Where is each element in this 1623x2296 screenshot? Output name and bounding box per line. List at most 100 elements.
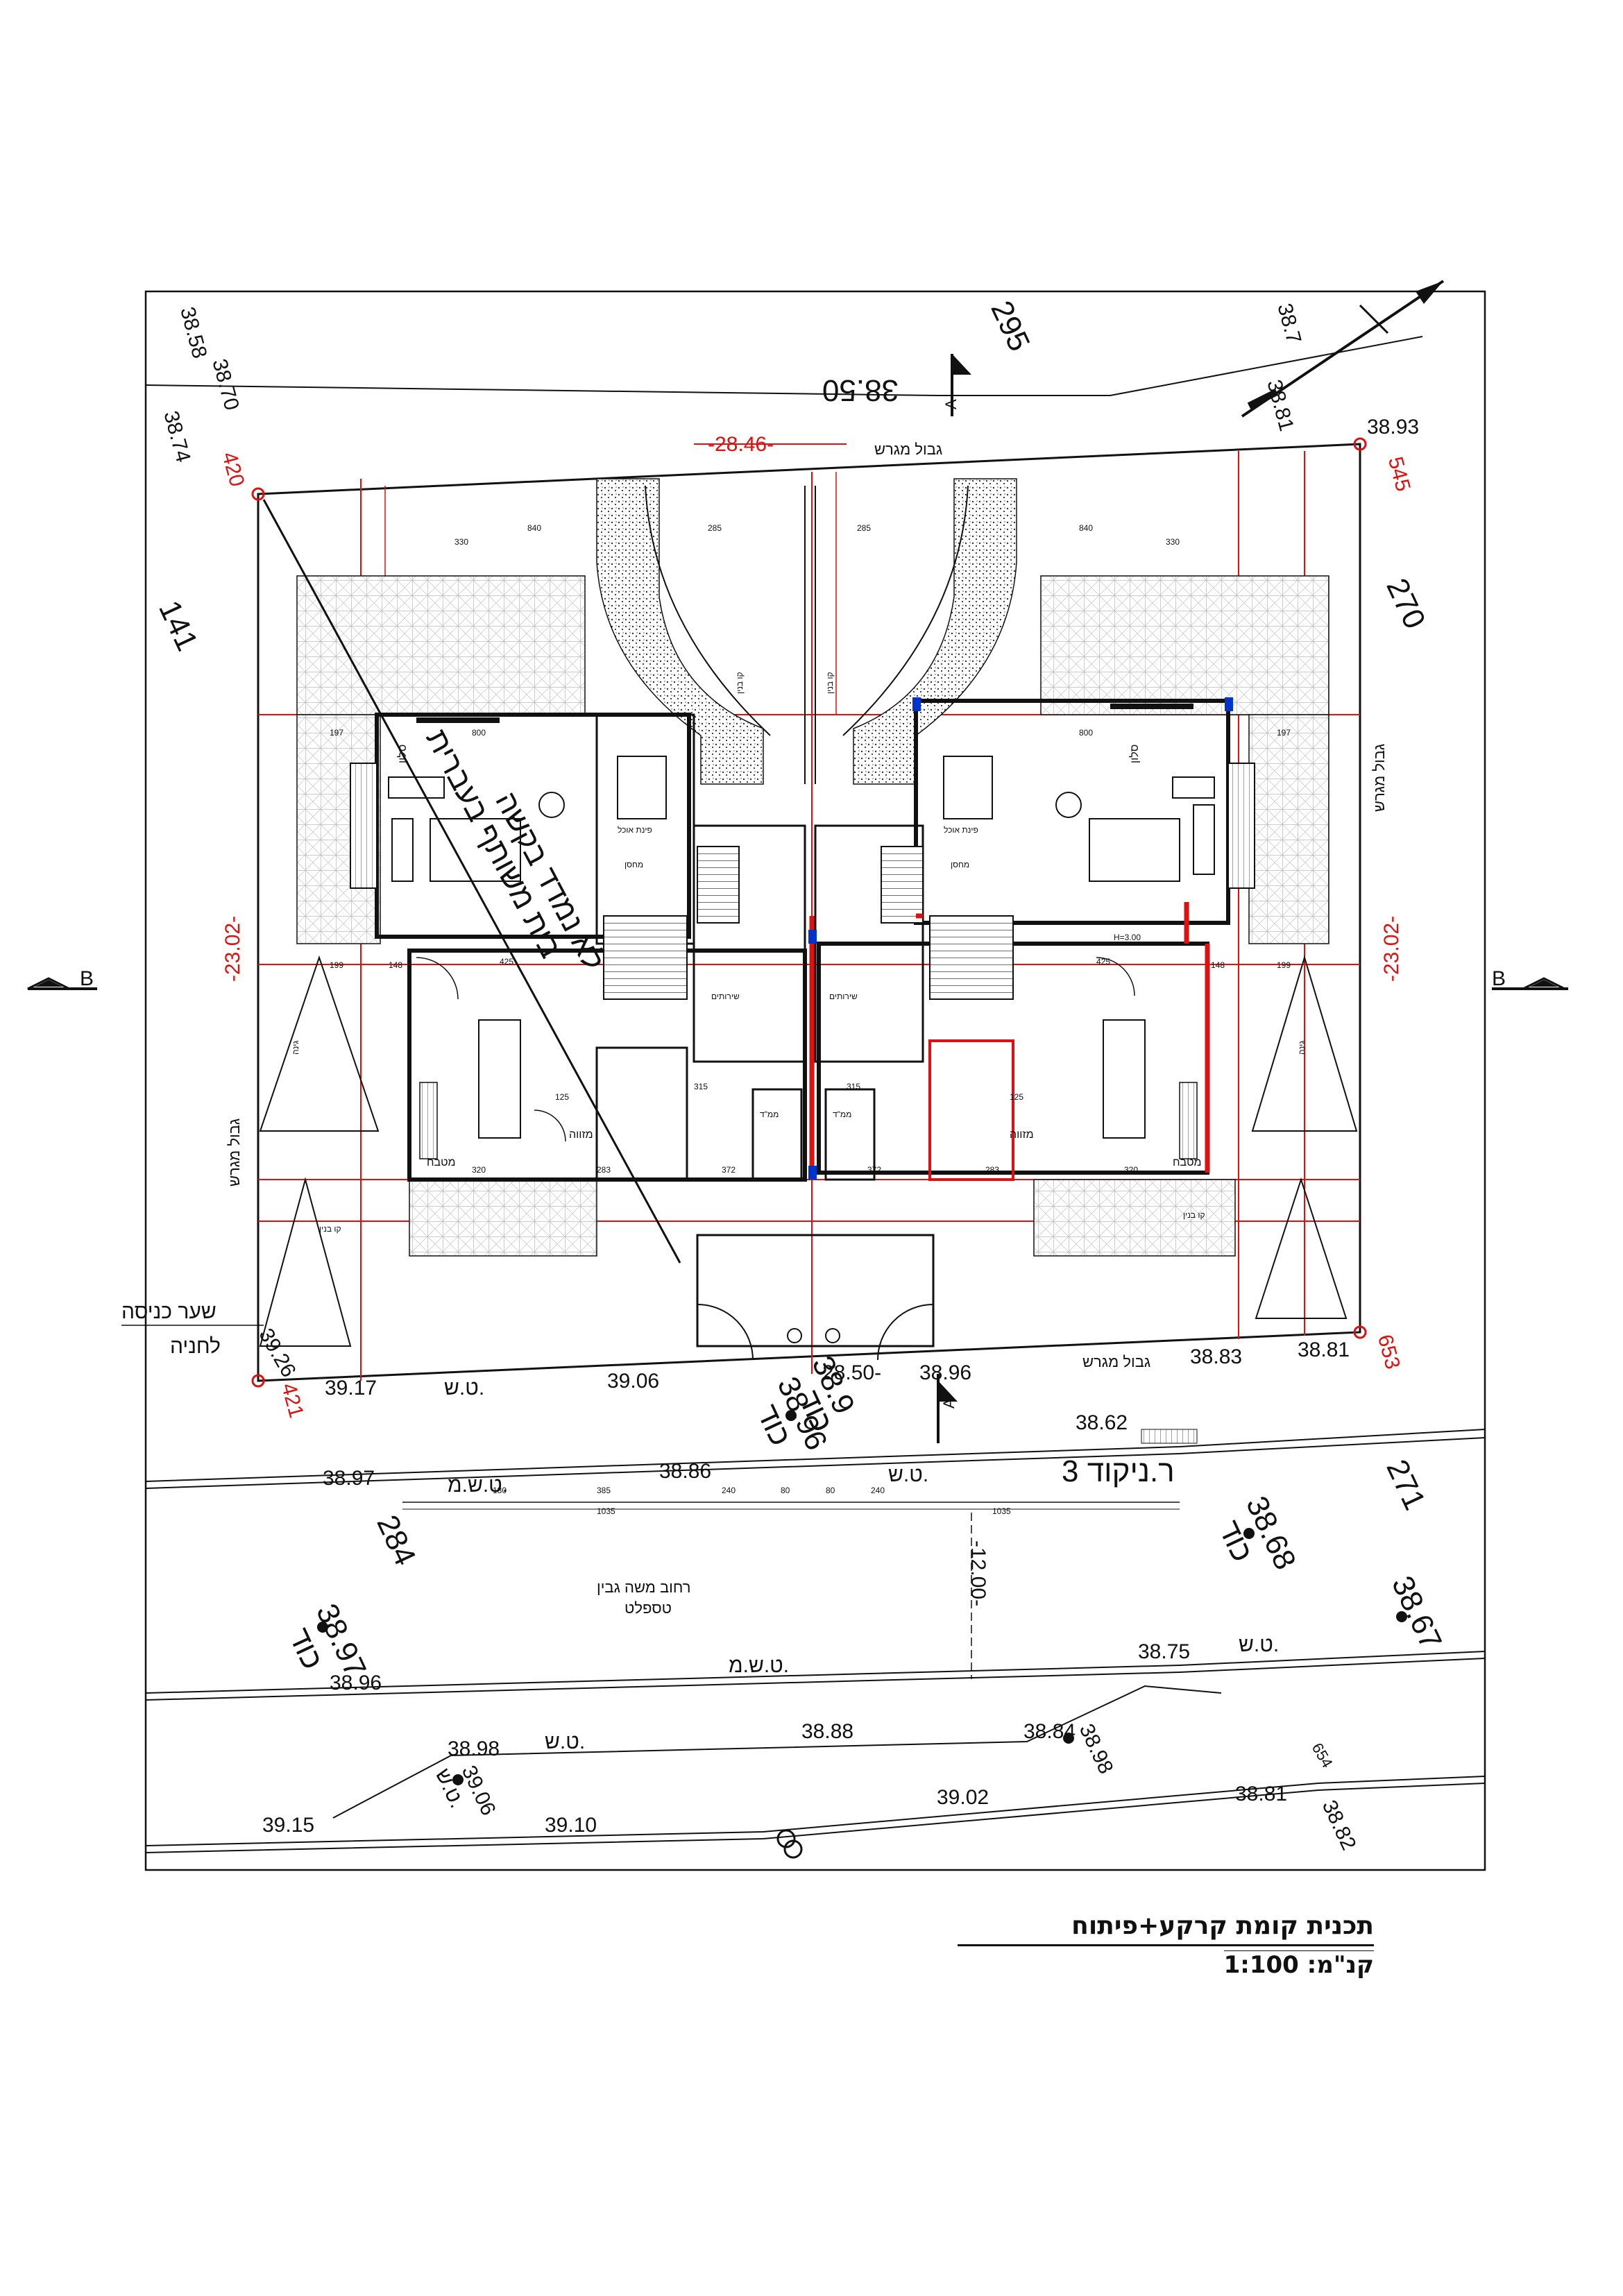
entry-gate-label: שער כניסה	[121, 1300, 216, 1323]
pantry-left: מזווה	[569, 1129, 593, 1141]
elev-nw-1: 38.58	[176, 305, 211, 361]
boundary-label-left: גבול מגרש	[226, 1119, 243, 1187]
svg-text:197: 197	[330, 728, 343, 738]
svg-text:180: 180	[493, 1486, 507, 1495]
elev-ne-3: 38.93	[1367, 416, 1419, 439]
north-road-elevation: 38.50	[822, 373, 899, 407]
kitchen-left: מטבח	[427, 1157, 456, 1168]
drawing-title: תכנית קומת קרקע+פיתוח	[958, 1912, 1374, 1946]
corner-code-nw: 420	[217, 450, 248, 489]
svg-text:B: B	[1492, 967, 1506, 990]
salon-left: סלון	[396, 745, 409, 763]
garden-right: גינה	[1297, 1041, 1307, 1055]
parcel-ne: 270	[1379, 573, 1431, 633]
svg-text:80: 80	[781, 1486, 790, 1495]
section-a-top-marker: A	[942, 354, 971, 416]
elev-st-15: 38.81	[1235, 1783, 1287, 1805]
bldg-line-right: קו בנין	[825, 672, 835, 694]
elev-st-3: 38.86	[659, 1460, 711, 1483]
svg-text:A: A	[940, 1398, 958, 1409]
mamad-right: ממ"ד	[833, 1109, 851, 1119]
dimension-labels: 840 840 330 330 285 285 197 197 800 800 …	[330, 523, 1291, 1175]
elev-st-12: 38.98	[1075, 1721, 1118, 1778]
left-boundary-dim: -23.02-	[221, 916, 244, 982]
storage-right: מחסן	[951, 860, 969, 869]
elev-se-1: 38.81	[1298, 1338, 1350, 1361]
title-block: תכנית קומת קרקע+פיתוח קנ"מ: 1:100	[958, 1912, 1374, 1979]
svg-text:80: 80	[826, 1486, 835, 1495]
asphalt-label: טספלט	[624, 1599, 672, 1617]
corner-code-ne: 545	[1384, 454, 1415, 494]
svg-text:148: 148	[1211, 960, 1225, 970]
svg-text:283: 283	[597, 1165, 611, 1175]
section-b-left-marker: B	[27, 967, 97, 990]
salon-right: סלון	[1128, 745, 1141, 763]
elev-sw-1: 39.26	[254, 1325, 300, 1381]
garden-wedges	[259, 955, 1358, 1347]
annotation-diagonal	[262, 499, 681, 1264]
street-dimension-labels: 180 385 240 80 80 240 1035 1035	[493, 1486, 1011, 1516]
unit-right	[808, 697, 1255, 1181]
drawing-scale: קנ"מ: 1:100	[1223, 1950, 1374, 1979]
svg-text:199: 199	[1277, 960, 1291, 970]
svg-text:197: 197	[1277, 728, 1291, 738]
svg-text:199: 199	[330, 960, 343, 970]
parcel-se-corner: 654	[1309, 1740, 1336, 1771]
elev-nw-3: 38.74	[159, 409, 194, 465]
paving-areas	[296, 575, 1329, 1257]
svg-text:283: 283	[985, 1165, 999, 1175]
svg-text:800: 800	[472, 728, 486, 738]
elev-st-9: 38.98	[448, 1737, 500, 1760]
boundary-label-top: גבול מגרש	[874, 441, 942, 458]
right-boundary-dim: -23.02-	[1380, 916, 1403, 982]
elev-nw-2: 38.70	[207, 357, 243, 413]
svg-text:372: 372	[722, 1165, 736, 1175]
ts-1: ט.ש.	[444, 1377, 484, 1400]
wc-right: שירותים	[829, 992, 858, 1001]
elev-st-10: 38.88	[801, 1720, 853, 1743]
svg-text:148: 148	[389, 960, 402, 970]
svg-text:240: 240	[722, 1486, 736, 1495]
boundary-label-bottom: גבול מגרש	[1082, 1353, 1150, 1370]
elev-ne-1: 38.7	[1273, 301, 1305, 346]
svg-text:840: 840	[1079, 523, 1093, 533]
unit-left	[350, 713, 807, 1182]
bottom-boundary-dim: 28.50-	[822, 1361, 881, 1384]
elev-s-2: 38.96	[919, 1361, 971, 1384]
svg-text:1035: 1035	[992, 1506, 1011, 1516]
svg-text:385: 385	[597, 1486, 611, 1495]
svg-text:285: 285	[857, 523, 871, 533]
svg-text:372: 372	[867, 1165, 881, 1175]
parcel-n: 295	[984, 296, 1036, 356]
svg-text:240: 240	[871, 1486, 885, 1495]
parking-label: לחניה	[170, 1335, 221, 1358]
svg-text:B: B	[80, 967, 94, 990]
utility-symbols	[317, 1410, 1407, 1859]
pantry-right: מזווה	[1010, 1129, 1034, 1141]
entry-porch	[696, 1234, 935, 1361]
height-note: H=3.00	[1114, 933, 1141, 942]
parcel-nw: 141	[152, 595, 204, 656]
drawing-frame	[144, 290, 1486, 1871]
elev-sw-2: 39.17	[325, 1377, 377, 1400]
corner-code-sw: 421	[277, 1381, 308, 1420]
garden-left: גינה	[291, 1041, 300, 1055]
elev-st-14: 39.02	[937, 1786, 989, 1809]
parcel-sw: 284	[370, 1510, 422, 1570]
section-b-right-marker: B	[1492, 967, 1568, 990]
elev-st-2: 38.97	[323, 1467, 375, 1490]
svg-text:320: 320	[1124, 1165, 1138, 1175]
dining-right: פינת אוכל	[944, 825, 978, 835]
tsm-1: ט.ש.מ.	[448, 1474, 508, 1497]
elev-st-6: 38.96	[330, 1672, 382, 1694]
bldg-line-top-right: קו בנין	[1183, 1210, 1205, 1220]
section-a-bottom-marker: A	[937, 1374, 958, 1443]
wc-left: שירותים	[711, 992, 740, 1001]
bldg-line-top-left: קו בנין	[319, 1224, 341, 1234]
north-arrow-icon	[1241, 280, 1445, 418]
elev-st-7: 38.75	[1138, 1640, 1190, 1663]
svg-text:320: 320	[472, 1165, 486, 1175]
svg-text:125: 125	[1010, 1092, 1023, 1102]
svg-text:315: 315	[847, 1082, 860, 1091]
